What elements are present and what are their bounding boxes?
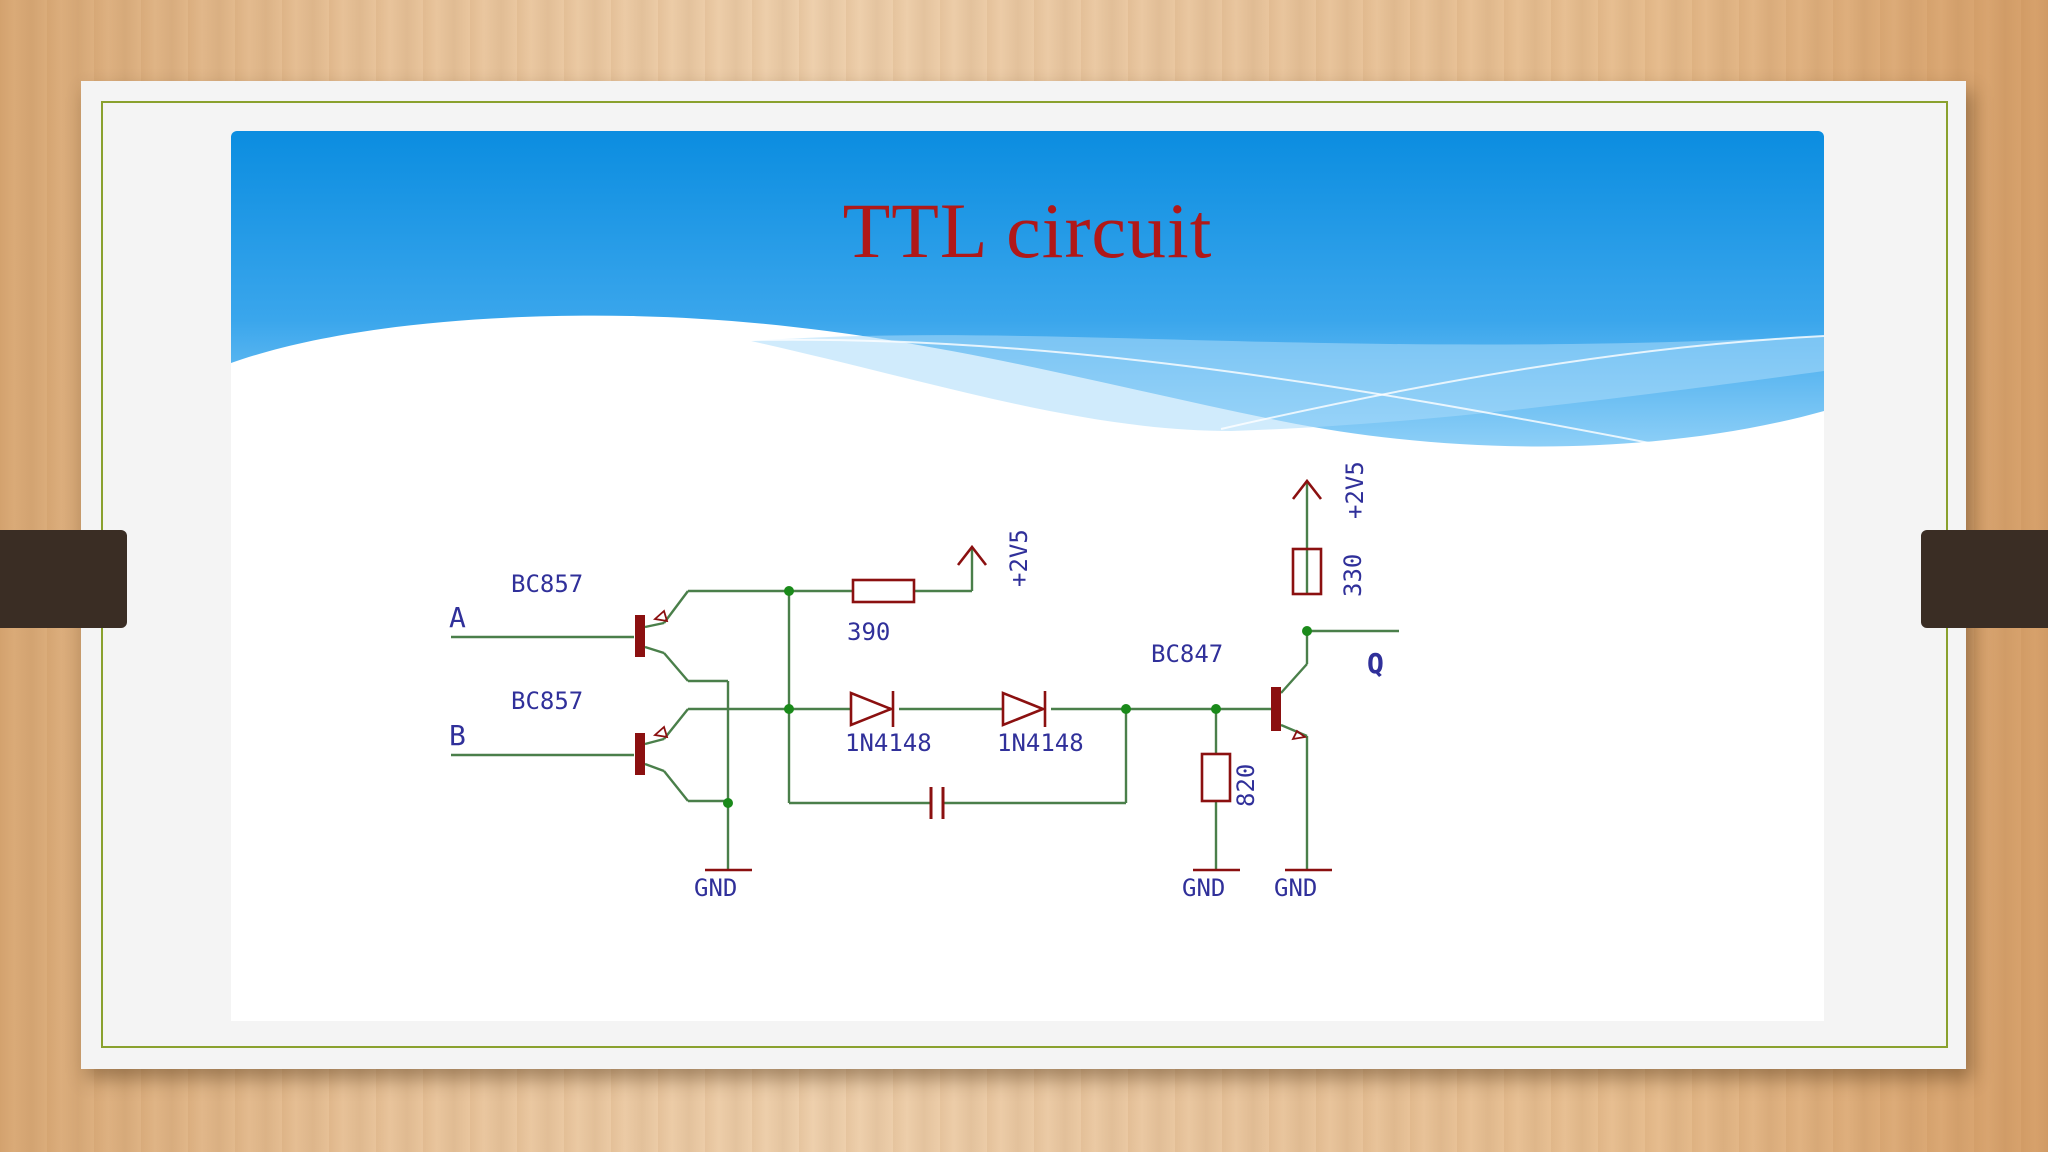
junction-nodes: [723, 586, 1312, 808]
supply-1-label: +2V5: [1005, 529, 1033, 587]
junction-node: [1121, 704, 1131, 714]
ground-1-label: GND: [694, 874, 737, 902]
binder-clip-left: [0, 530, 127, 628]
diode-d2: [1001, 691, 1047, 727]
input-a-label: A: [449, 601, 466, 634]
transistor-t1: [635, 609, 669, 657]
diode-d1-label: 1N4148: [845, 729, 932, 757]
resistor-390: [851, 578, 916, 604]
wires: [451, 481, 1399, 869]
slide-content: TTL circuit: [231, 131, 1824, 1021]
supply-arrow-2: [1291, 478, 1323, 500]
banner-line-1: [710, 338, 1692, 452]
transistor-t1-label: BC857: [511, 570, 583, 598]
resistor-390-label: 390: [847, 618, 890, 646]
diode-d1: [849, 691, 895, 727]
resistor-820: [1200, 752, 1232, 803]
ground-3-label: GND: [1274, 874, 1317, 902]
junction-node: [1211, 704, 1221, 714]
junction-node: [723, 798, 733, 808]
supply-2-label: +2V5: [1341, 461, 1369, 519]
junction-node: [1302, 626, 1312, 636]
transistor-t2: [635, 725, 669, 775]
capacitor: [929, 787, 945, 819]
banner-accent-wave: [751, 335, 1824, 431]
banner-line-2: [1220, 335, 1824, 430]
transistor-t3-label: BC847: [1151, 640, 1223, 668]
slide-title: TTL circuit: [842, 187, 1213, 274]
supply-symbols: [956, 478, 1323, 566]
resistor-330: [1291, 547, 1323, 596]
diode-d2-label: 1N4148: [997, 729, 1084, 757]
binder-clip-right: [1921, 530, 2048, 628]
junction-node: [784, 586, 794, 596]
resistor-820-label: 820: [1232, 764, 1260, 807]
output-q-label: Q: [1367, 647, 1384, 680]
title-banner: [231, 131, 1824, 452]
transistor-t2-label: BC857: [511, 687, 583, 715]
ttl-circuit-diagram: A B Q BC857 BC857 BC847 390 820 330 1N41…: [449, 461, 1399, 902]
resistor-330-label: 330: [1339, 554, 1367, 597]
transistor-t3: [1271, 687, 1308, 741]
ground-2-label: GND: [1182, 874, 1225, 902]
supply-arrow-1: [956, 544, 988, 566]
junction-node: [784, 704, 794, 714]
input-b-label: B: [449, 719, 466, 752]
